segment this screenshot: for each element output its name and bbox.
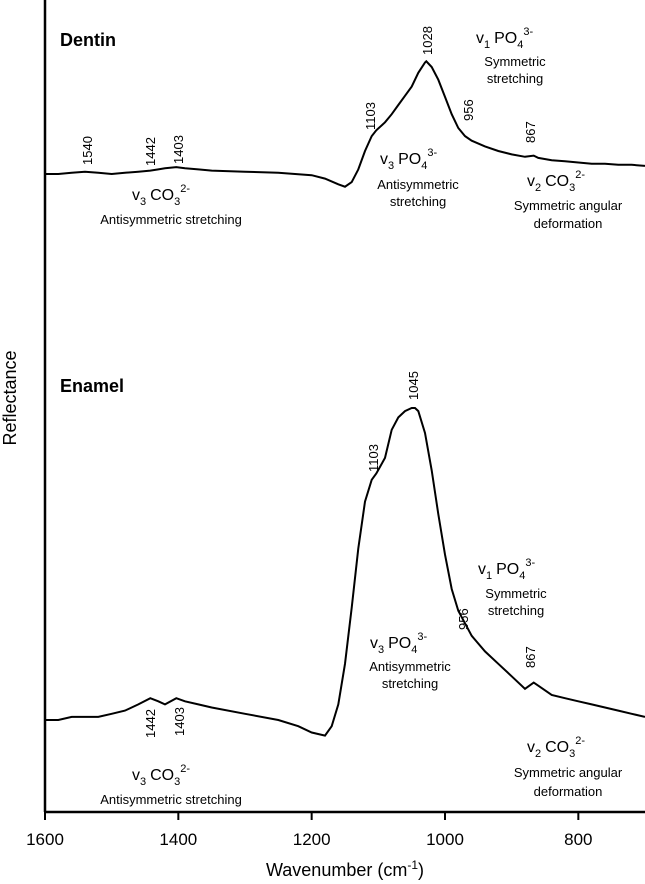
peak-label: 956 bbox=[456, 608, 471, 630]
band-description: stretching bbox=[488, 603, 544, 618]
peak-label: 1540 bbox=[80, 136, 95, 165]
peak-label: 1403 bbox=[172, 707, 187, 736]
band-description: deformation bbox=[534, 216, 603, 231]
band-description: Symmetric angular bbox=[514, 765, 623, 780]
band-description: Antisymmetric stretching bbox=[100, 792, 242, 807]
peak-label: 867 bbox=[523, 646, 538, 668]
x-tick-label: 1000 bbox=[426, 830, 464, 849]
x-axis-ticks: 1600 1400 1200 1000 800 bbox=[26, 812, 593, 849]
band-description: Antisymmetric bbox=[369, 659, 451, 674]
band-description: stretching bbox=[382, 676, 438, 691]
enamel-spectrum-line bbox=[45, 407, 645, 737]
dentin-spectrum-line bbox=[45, 59, 645, 188]
band-description: Symmetric bbox=[485, 586, 547, 601]
peak-label: 1028 bbox=[420, 26, 435, 55]
band-description: Antisymmetric stretching bbox=[100, 212, 242, 227]
peak-label: 1103 bbox=[366, 444, 381, 472]
enamel-panel-title: Enamel bbox=[60, 376, 124, 396]
peak-label: 1103 bbox=[363, 102, 378, 130]
x-tick-label: 1400 bbox=[159, 830, 197, 849]
peak-label: 867 bbox=[523, 121, 538, 143]
band-description: stretching bbox=[487, 71, 543, 86]
x-tick-label: 1600 bbox=[26, 830, 64, 849]
x-tick-label: 1200 bbox=[293, 830, 331, 849]
peak-label: 956 bbox=[461, 99, 476, 121]
band-description: Antisymmetric bbox=[377, 177, 459, 192]
x-axis-title: Wavenumber (cm-1) bbox=[266, 858, 424, 880]
y-axis-title: Reflectance bbox=[0, 350, 20, 445]
band-description: deformation bbox=[534, 784, 603, 799]
peak-label: 1403 bbox=[171, 135, 186, 164]
peak-label: 1045 bbox=[406, 371, 421, 400]
band-description: Symmetric angular bbox=[514, 198, 623, 213]
peak-label: 1442 bbox=[143, 137, 158, 166]
peak-label: 1442 bbox=[143, 709, 158, 738]
x-tick-label: 800 bbox=[564, 830, 592, 849]
band-description: Symmetric bbox=[484, 54, 546, 69]
band-description: stretching bbox=[390, 194, 446, 209]
dentin-panel-title: Dentin bbox=[60, 30, 116, 50]
